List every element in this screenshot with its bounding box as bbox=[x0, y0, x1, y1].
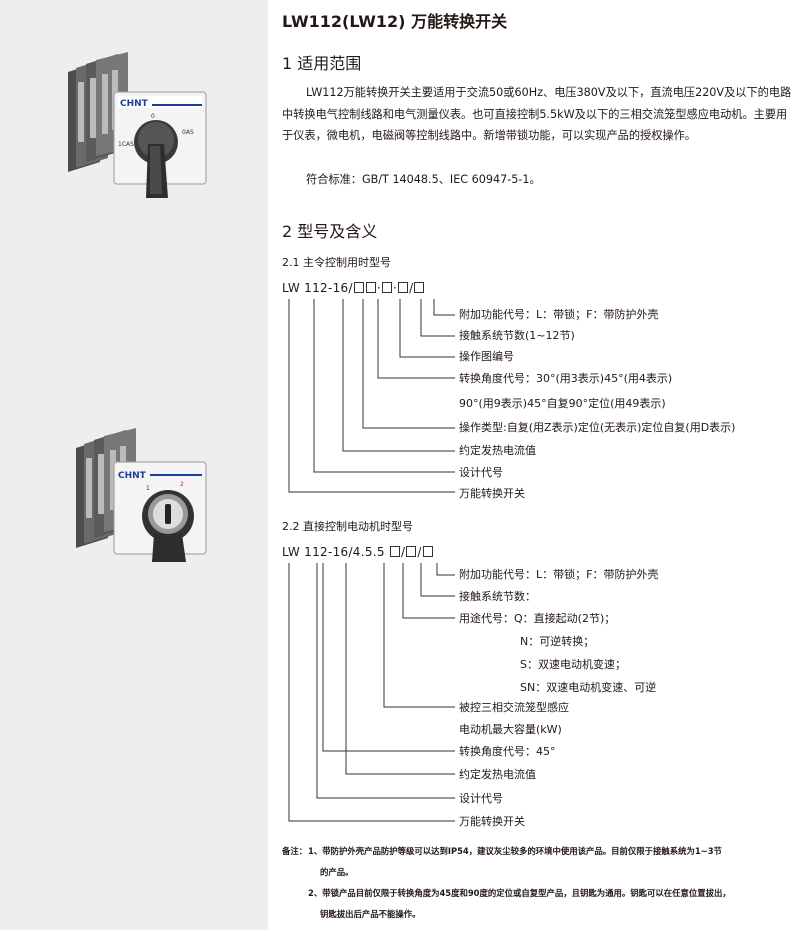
note-2: 2、带锁产品目前仅限于转换角度为45度和90度的定位或自复型产品，且钥匙为通用。… bbox=[308, 888, 731, 898]
model-code: LW 112-16/··/ bbox=[282, 281, 425, 295]
code-label: 设计代号 bbox=[459, 466, 503, 479]
code-label: 用途代号：Q：直接起动(2节)； bbox=[459, 612, 616, 625]
code-label: 万能转换开关 bbox=[459, 815, 525, 828]
code-label: N：可逆转换； bbox=[520, 635, 595, 648]
code-label: 设计代号 bbox=[459, 792, 503, 805]
section-heading: 1 适用范围 bbox=[282, 54, 362, 73]
code-label: S：双速电动机变速； bbox=[520, 658, 626, 671]
code-label: 约定发热电流值 bbox=[459, 444, 536, 457]
note-1: 1、带防护外壳产品防护等级可以达到IP54，建议灰尘较多的环境中使用该产品。目前… bbox=[308, 846, 722, 856]
note-2-cont: 钥匙拔出后产品不能操作。 bbox=[320, 909, 421, 919]
model-code-prefix: LW 112-16/ bbox=[282, 281, 353, 295]
scope-paragraph: LW112万能转换开关主要适用于交流50或60Hz、电压380V及以下，直流电压… bbox=[282, 86, 792, 142]
key-lock-switch-image: CHNT 1 2 bbox=[76, 428, 207, 562]
position-mark-right: 2 bbox=[180, 481, 184, 488]
code-label: 附加功能代号：L：带锁；F：带防护外壳 bbox=[459, 568, 659, 581]
subsection-heading: 2.2 直接控制电动机时型号 bbox=[282, 520, 413, 533]
note-1-cont: 的产品。 bbox=[320, 867, 354, 877]
code-label: 万能转换开关 bbox=[459, 487, 525, 500]
code-label: 转换角度代号：45° bbox=[459, 745, 556, 758]
rotary-switch-image: CHNT 0 1CAS 0AS bbox=[68, 52, 207, 198]
code-label: 被控三相交流笼型感应 bbox=[459, 701, 569, 714]
code-label: 操作类型:自复(用Z表示)定位(无表示)定位自复(用D表示) bbox=[459, 421, 736, 434]
notes-prefix: 备注： bbox=[282, 846, 308, 856]
subsection-heading: 2.1 主令控制用时型号 bbox=[282, 256, 391, 269]
code-label: 90°(用9表示)45°自复90°定位(用49表示) bbox=[459, 397, 666, 410]
section-heading: 2 型号及含义 bbox=[282, 222, 378, 241]
brand-label: CHNT bbox=[118, 471, 147, 481]
code-label: 接触系统节数(1~12节) bbox=[459, 329, 575, 342]
position-mark: 0 bbox=[151, 113, 155, 120]
code-label: SN：双速电动机变速、可逆 bbox=[520, 681, 657, 694]
model-code-prefix: LW 112-16/4.5.5 bbox=[282, 545, 385, 559]
position-mark-left: 1 bbox=[146, 485, 150, 492]
model-code: LW 112-16/4.5.5 // bbox=[282, 545, 434, 559]
code-label: 操作图编号 bbox=[459, 350, 514, 363]
page-title: LW112(LW12) 万能转换开关 bbox=[282, 12, 508, 31]
code-label: 接触系统节数： bbox=[459, 590, 536, 603]
code-label: 附加功能代号：L：带锁；F：带防护外壳 bbox=[459, 308, 659, 321]
code-label: 约定发热电流值 bbox=[459, 768, 536, 781]
position-mark-right: 0AS bbox=[182, 129, 194, 136]
standard-paragraph: 符合标准：GB/T 14048.5、IEC 60947-5-1。 bbox=[306, 173, 541, 186]
brand-label: CHNT bbox=[120, 99, 149, 109]
code-label: 电动机最大容量(kW) bbox=[459, 723, 562, 736]
position-mark-left: 1CAS bbox=[118, 141, 134, 148]
code-label: 转换角度代号：30°(用3表示)45°(用4表示) bbox=[459, 372, 673, 385]
